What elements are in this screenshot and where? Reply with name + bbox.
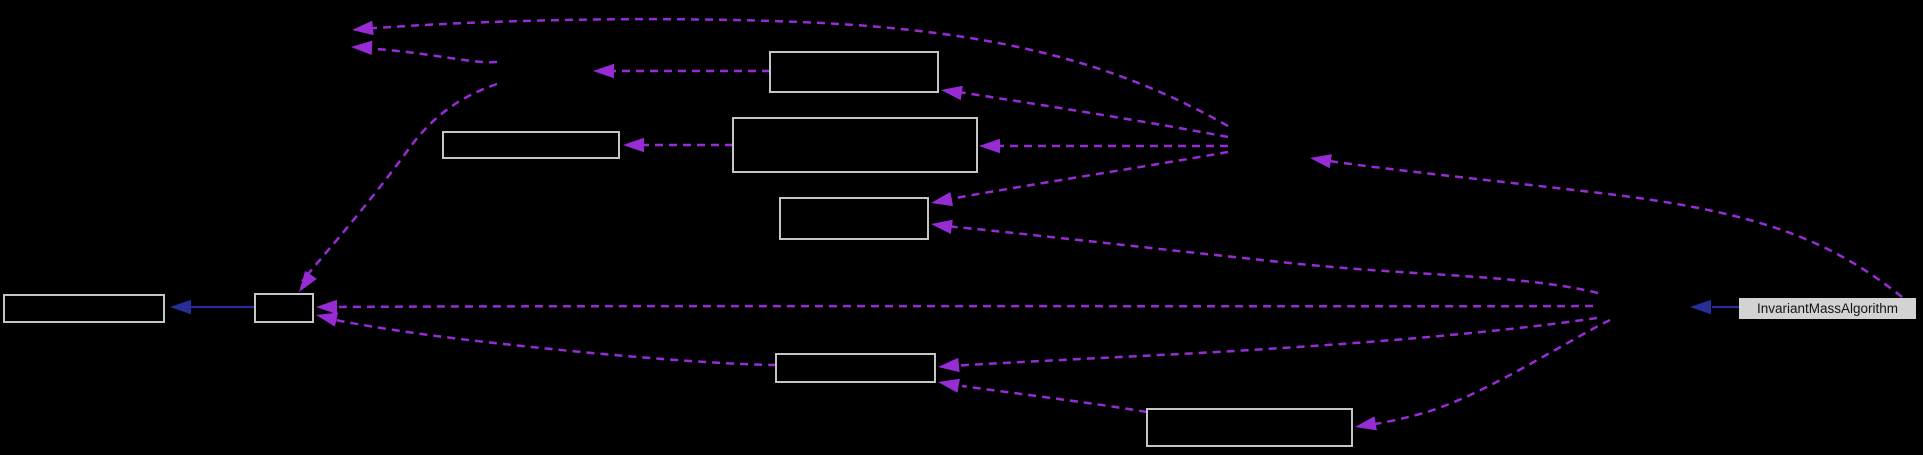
usage-edge — [1321, 158, 1903, 298]
usage-edge — [961, 384, 1148, 414]
usage-edge — [1367, 318, 1611, 427]
arrowhead-icon — [941, 85, 963, 101]
usage-edge — [329, 317, 777, 367]
arrowhead-icon — [931, 192, 953, 207]
arrowhead-icon — [299, 270, 317, 292]
class-node-box[interactable] — [769, 51, 939, 93]
class-node-box[interactable] — [254, 293, 314, 323]
usage-edge — [944, 150, 1229, 202]
usage-edge — [361, 17, 1229, 128]
class-node-box[interactable] — [779, 197, 929, 240]
arrowhead-icon — [316, 299, 337, 315]
current-class-label: InvariantMassAlgorithm — [1757, 301, 1898, 316]
arrowhead-icon — [938, 357, 960, 373]
class-node-box[interactable] — [732, 117, 978, 173]
arrowhead-icon — [352, 20, 374, 36]
arrowhead-icon — [316, 312, 339, 327]
class-node-box[interactable] — [775, 353, 936, 383]
arrowhead-icon — [931, 219, 953, 234]
arrowhead-icon — [1690, 299, 1711, 315]
usage-edge — [951, 89, 1229, 139]
usage-edge — [949, 316, 1598, 368]
arrowhead-icon — [1355, 416, 1377, 431]
class-node-box[interactable] — [3, 294, 165, 323]
arrowhead-icon — [623, 137, 644, 153]
usage-edge — [944, 224, 1599, 295]
class-node-box[interactable] — [442, 131, 620, 159]
arrowhead-icon — [1310, 154, 1332, 169]
usage-edge — [301, 82, 498, 282]
usage-edge — [329, 304, 1594, 309]
arrowhead-icon — [593, 63, 614, 79]
arrowhead-icon — [351, 40, 373, 55]
current-class-node — [1739, 298, 1916, 319]
arrowhead-icon — [170, 299, 191, 315]
class-node-box[interactable] — [1146, 408, 1353, 447]
usage-edge — [361, 46, 498, 64]
arrowhead-icon — [938, 378, 960, 393]
arrowhead-icon — [979, 138, 1000, 154]
